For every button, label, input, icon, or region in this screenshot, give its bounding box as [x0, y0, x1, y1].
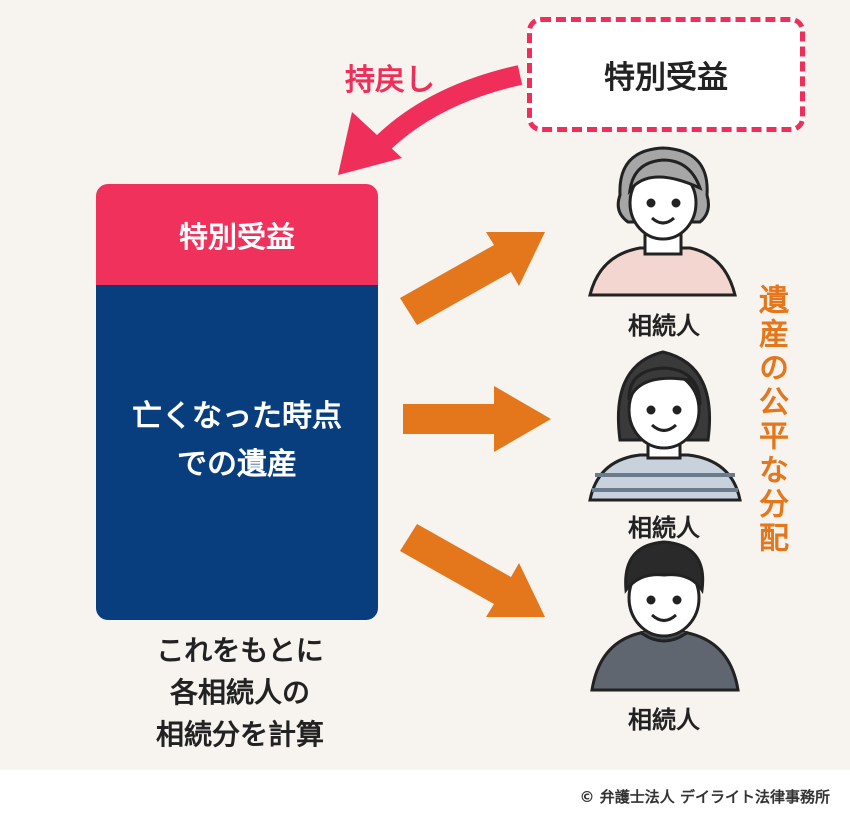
estate-main-line1: 亡くなった時点: [132, 399, 342, 434]
estate-at-death: 亡くなった時点 での遺産: [96, 285, 378, 620]
caption-line3: 相続分を計算: [155, 718, 324, 751]
diagram-graphics: [338, 65, 742, 692]
elderly-woman-avatar: [588, 146, 737, 297]
estate-main-line2: での遺産: [177, 447, 297, 482]
fair-distribution-label: 遺産の公平な分配: [753, 284, 788, 556]
estate-block: 特別受益 亡くなった時点 での遺産: [96, 184, 378, 620]
estate-top-label: 特別受益: [178, 219, 295, 254]
caption-line1: これをもとに: [156, 634, 324, 667]
woman-avatar: [588, 350, 742, 502]
heir-label-3: 相続人: [628, 706, 700, 734]
arrow-to-heir-2: [403, 386, 551, 452]
arrow-to-heir-3: [400, 524, 545, 617]
return-arrow-head: [338, 112, 402, 175]
man-avatar: [590, 540, 740, 692]
return-label: 持戻し: [345, 63, 435, 98]
arrow-to-heir-1: [400, 232, 545, 325]
heir-label-2: 相続人: [628, 514, 700, 542]
calculation-caption: これをもとに 各相続人の 相続分を計算: [90, 630, 390, 756]
return-arrow: [370, 65, 523, 156]
heir-label-1: 相続人: [628, 312, 700, 340]
special-benefit-box: 特別受益: [527, 17, 805, 132]
caption-line2: 各相続人の: [169, 676, 310, 709]
footer: [0, 770, 850, 818]
copyright-credit: © 弁護士法人 デイライト法律事務所: [579, 788, 830, 806]
estate-special-benefit: 特別受益: [96, 184, 378, 285]
special-benefit-label: 特別受益: [604, 60, 728, 96]
